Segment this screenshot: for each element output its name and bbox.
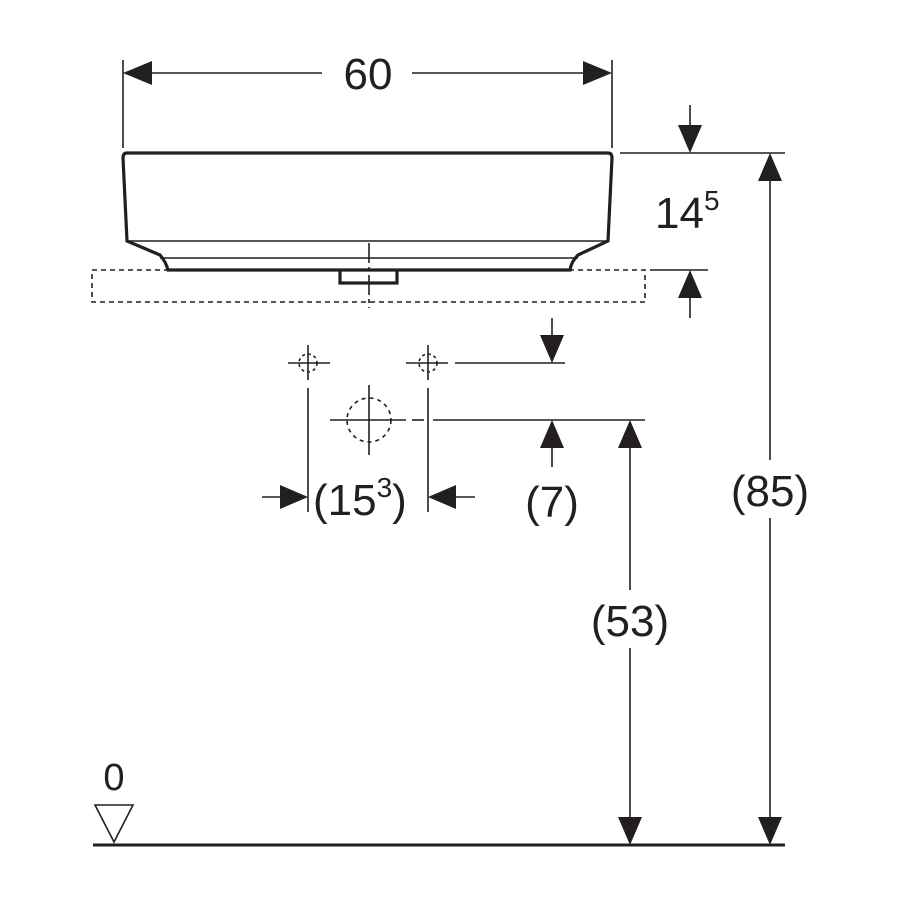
arrow-down-icon: [758, 817, 782, 845]
basin-outline: [121, 151, 614, 272]
depth-label: 145: [655, 185, 720, 238]
arrow-down-icon: [618, 817, 642, 845]
floor-level-label: 0: [103, 757, 124, 799]
tap-spacing-label: (153): [313, 472, 407, 525]
tap-hole-right: [406, 345, 448, 512]
waste-height-label: (53): [591, 597, 669, 646]
arrow-right-icon: [280, 485, 308, 509]
tap-hole-left: [288, 345, 330, 512]
arrow-left-icon: [428, 485, 456, 509]
overall-height-label: (85): [731, 467, 809, 516]
countertop-dashed: [91, 269, 646, 303]
arrow-left-icon: [123, 61, 152, 85]
width-label: 60: [344, 50, 393, 99]
arrow-down-icon: [678, 125, 702, 153]
arrow-up-icon: [678, 270, 702, 298]
waste-outlet-symbol: [330, 385, 406, 455]
floor-level-triangle-icon: [93, 804, 135, 844]
arrow-right-icon: [583, 61, 612, 85]
arrow-up-icon: [758, 153, 782, 181]
tap-offset-label: (7): [525, 478, 579, 527]
arrow-up-icon: [618, 420, 642, 448]
arrow-down-icon: [540, 335, 564, 363]
arrow-up-icon: [540, 420, 564, 448]
